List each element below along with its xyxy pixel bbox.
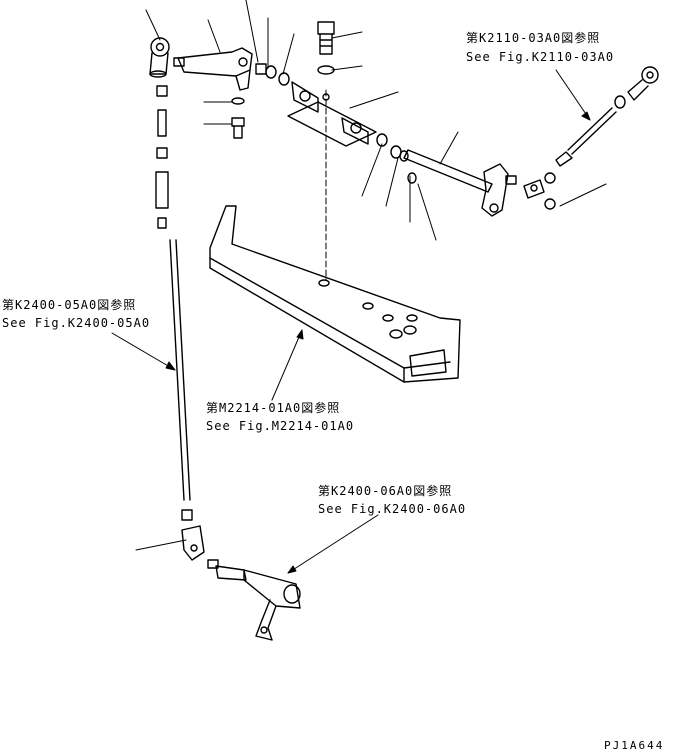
ref-k2400-06-en: See Fig.K2400-06A0 [318, 502, 467, 516]
vertical-rod-assembly [155, 85, 205, 561]
drawing-code: PJ1A644 [604, 739, 665, 752]
washer-small [231, 97, 245, 105]
right-lever [481, 163, 517, 217]
ref-k2400-05-jp: 第K2400-05A0図参照 [2, 298, 137, 312]
top-bolt [317, 21, 335, 75]
upper-nuts [255, 63, 290, 86]
lower-lever [207, 559, 301, 641]
chassis-frame [209, 205, 461, 383]
ref-k2400-05-en: See Fig.K2400-05A0 [2, 316, 151, 330]
ref-k2110-jp: 第K2110-03A0図参照 [466, 31, 601, 45]
mounting-bracket [287, 81, 377, 147]
bushings [376, 133, 417, 184]
upper-rod-end [149, 37, 170, 78]
leader-lines [135, 0, 607, 551]
reference-arrows [111, 69, 591, 574]
ref-k2400-06-jp: 第K2400-06A0図参照 [318, 484, 453, 498]
bolt-small [231, 117, 245, 139]
shaft [403, 149, 493, 193]
ref-k2110-en: See Fig.K2110-03A0 [466, 50, 615, 64]
right-rod-assembly [523, 66, 659, 210]
ref-m2214-en: See Fig.M2214-01A0 [206, 419, 355, 433]
ref-m2214-jp: 第M2214-01A0図参照 [206, 401, 341, 415]
upper-lever-arm [173, 47, 253, 91]
